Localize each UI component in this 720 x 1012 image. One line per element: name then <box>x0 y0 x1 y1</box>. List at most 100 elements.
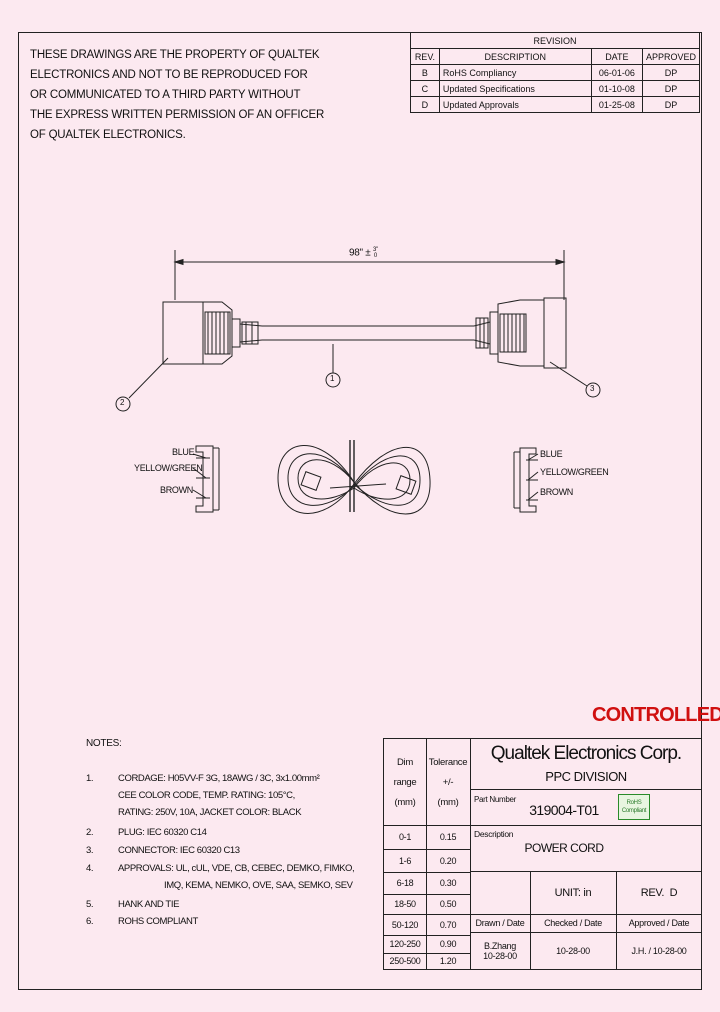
note-number: 1. <box>86 773 94 784</box>
dim-range: 0-1 <box>398 832 412 842</box>
dim-range: 250-500 <box>389 956 421 966</box>
callout-label-3: 3 <box>590 384 595 393</box>
connector-left <box>162 301 263 365</box>
dim-header-line: range <box>393 777 417 788</box>
tolerance-header: Tolerance +/- (mm) <box>426 745 470 821</box>
tolerance-value: 0.20 <box>439 855 457 866</box>
drawn-by: B.Zhang 10-28-00 <box>470 934 530 968</box>
rev-row: D Updated Approvals 01-25-08 DP <box>410 96 701 113</box>
callout-label-1: 1 <box>330 374 335 383</box>
tol-header-line: (mm) <box>437 797 459 808</box>
drawn-by-name: B.Zhang <box>484 941 516 951</box>
rev-cell: 01-25-08 <box>590 96 643 113</box>
note-text: ROHS COMPLIANT <box>118 916 198 927</box>
tolerance-value: 0.90 <box>439 939 457 949</box>
tolerance-minus: 0 <box>373 253 377 259</box>
approved-label: Approved / Date <box>628 918 690 928</box>
callout-circle-2 <box>115 396 131 412</box>
rohs-compliant-badge: RoHS Compliant <box>618 794 650 820</box>
checked-date: 10-28-00 <box>556 946 590 956</box>
dim-range: 120-250 <box>389 939 421 949</box>
part-number: 319004-T01 <box>529 802 599 818</box>
arrow-left <box>173 258 184 266</box>
division-name: PPC DIVISION <box>545 768 627 784</box>
note-text: HANK AND TIE <box>118 899 180 910</box>
note-number: 5. <box>86 899 94 910</box>
arrow-right <box>555 258 566 266</box>
dim-range: 18-50 <box>394 899 416 909</box>
drawing-frame <box>18 32 702 990</box>
note-text: PLUG: IEC 60320 C14 <box>118 827 207 838</box>
controlled-stamp: CONTROLLED <box>592 704 720 726</box>
note-line: RATING: 250V, 10A, JACKET COLOR: BLACK <box>118 807 302 818</box>
title-block: Dim range (mm) Tolerance +/- (mm) 0-1 0.… <box>383 738 702 970</box>
leader-2 <box>128 357 169 399</box>
wire-label-yellow-green: YELLOW/GREEN <box>134 463 203 473</box>
wire-leader <box>192 489 207 499</box>
wire-leader <box>527 491 539 501</box>
drawn-date: 10-28-00 <box>483 951 517 961</box>
tolerance-value: 0.70 <box>439 919 457 930</box>
dim-header-line: Dim <box>397 757 413 768</box>
hank-and-tie <box>277 440 431 515</box>
note-text: APPROVALS: UL, cUL, VDE, CB, CEBEC, DEMK… <box>118 860 355 894</box>
dim-range: 1-6 <box>398 855 412 866</box>
notes-heading: NOTES: <box>86 738 122 749</box>
unit-value: UNIT: in <box>554 886 592 899</box>
connector-face-left <box>195 445 220 513</box>
wire-leader <box>527 471 539 481</box>
note-number: 4. <box>86 863 94 874</box>
note-number: 6. <box>86 916 94 927</box>
plug-face-right <box>513 447 538 513</box>
notice-line: THESE DRAWINGS ARE THE PROPERTY OF QUALT… <box>30 49 320 61</box>
wire-label-brown: BROWN <box>160 485 193 495</box>
tolerance-plus: 3" <box>372 247 378 253</box>
length-value: 98" ± <box>349 247 371 259</box>
plug-right <box>473 297 567 369</box>
tolerance-value: 0.30 <box>439 878 457 888</box>
checked-label: Checked / Date <box>544 918 602 928</box>
wire-leader <box>192 453 207 459</box>
tol-header-line: +/- <box>442 777 454 788</box>
note-line: CORDAGE: H05VV-F 3G, 18AWG / 3C, 3x1.00m… <box>118 773 320 784</box>
rohs-badge-line: RoHS <box>626 800 642 806</box>
leader-3 <box>549 361 588 387</box>
callout-label-2: 2 <box>120 398 125 407</box>
proprietary-notice: THESE DRAWINGS ARE THE PROPERTY OF QUALT… <box>30 45 324 145</box>
wire-label-blue: BLUE <box>172 447 195 457</box>
rohs-badge-line: Compliant <box>621 808 647 814</box>
notice-line: ELECTRONICS AND NOT TO BE REPRODUCED FOR <box>30 69 308 81</box>
approved-date: J.H. / 10-28-00 <box>631 946 687 956</box>
wire-label-yellow-green: YELLOW/GREEN <box>540 467 609 477</box>
company-name: Qualtek Electronics Corp. <box>490 743 682 764</box>
length-dimension: 98" ± 3" 0 <box>349 247 378 259</box>
rev-cell: Updated Approvals <box>438 96 592 113</box>
dim-range: 50-120 <box>391 919 419 930</box>
tol-header-line: Tolerance <box>428 757 468 768</box>
tolerance-value: 0.15 <box>439 832 457 842</box>
wire-leader <box>527 453 539 461</box>
dim-header-line: (mm) <box>394 797 416 808</box>
callout-circle-1 <box>325 372 341 388</box>
notice-line: OR COMMUNICATED TO A THIRD PARTY WITHOUT <box>30 89 301 101</box>
description-label: Description <box>474 829 514 839</box>
dim-header: Dim range (mm) <box>384 745 426 821</box>
revision-table: REVISION REV. DESCRIPTION DATE APPROVED … <box>410 32 701 113</box>
part-number-label: Part Number <box>474 794 517 804</box>
tolerance-value: 1.20 <box>439 956 457 966</box>
wire-label-blue: BLUE <box>540 449 563 459</box>
wire-label-brown: BROWN <box>540 487 573 497</box>
wire-leader <box>192 467 207 479</box>
tolerance-value: 0.50 <box>439 899 457 909</box>
note-text: CONNECTOR: IEC 60320 C13 <box>118 845 240 856</box>
drawn-label: Drawn / Date <box>475 918 525 928</box>
callout-circle-3 <box>585 382 601 398</box>
rev-cell: 01-10-08 <box>590 80 643 97</box>
note-line: APPROVALS: UL, cUL, VDE, CB, CEBEC, DEMK… <box>118 863 355 874</box>
note-number: 3. <box>86 845 94 856</box>
note-line: CEE COLOR CODE, TEMP. RATING: 105°C, <box>118 790 295 801</box>
dim-range: 6-18 <box>396 878 414 888</box>
revision-value: REV. D <box>640 886 678 899</box>
notice-line: OF QUALTEK ELECTRONICS. <box>30 129 186 141</box>
